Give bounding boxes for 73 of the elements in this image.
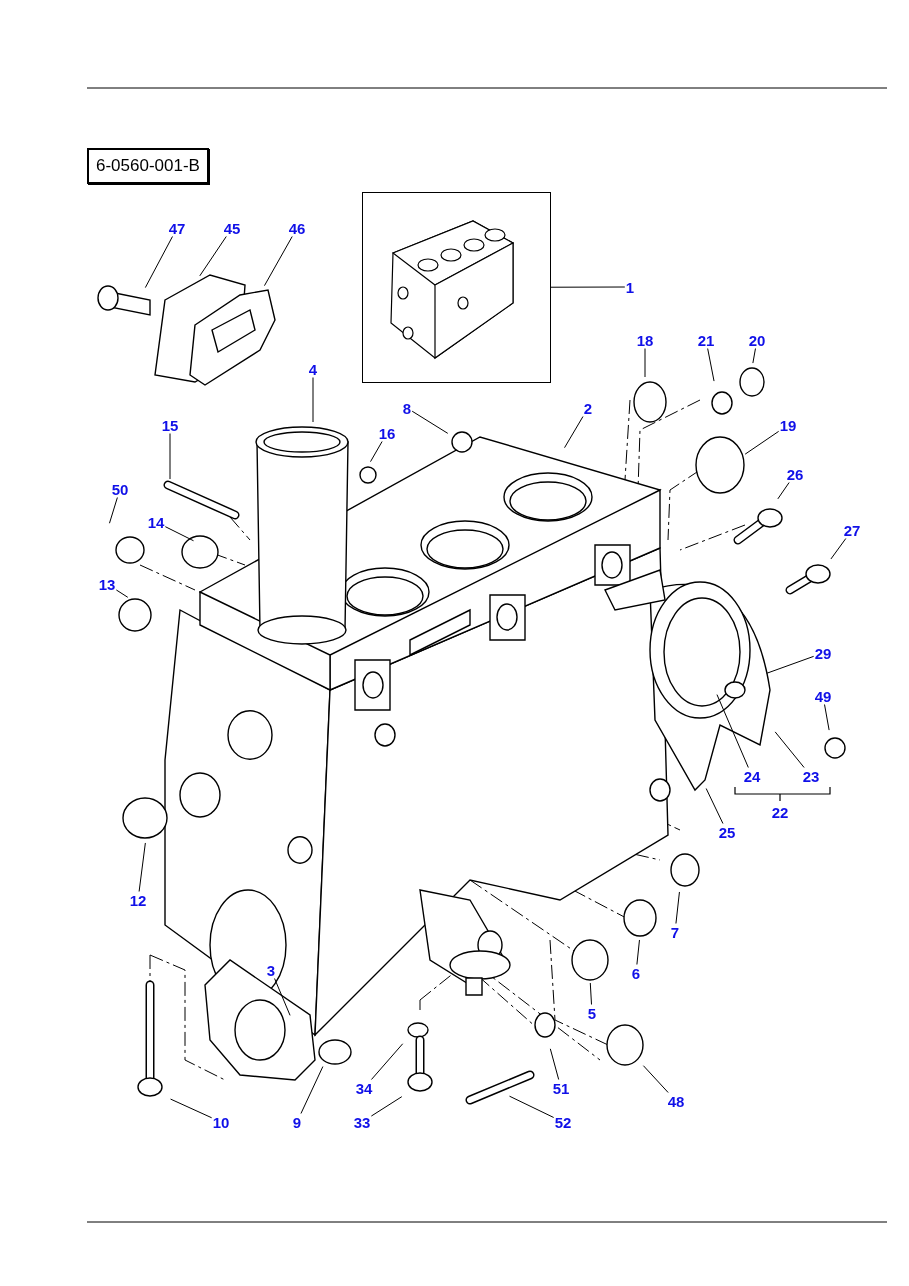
leader-line [138, 842, 146, 892]
leader-line [411, 410, 449, 434]
callout-number: 12 [128, 891, 148, 909]
leader-line [509, 1095, 555, 1118]
callout-number: 3 [265, 961, 277, 979]
callout-number: 29 [813, 644, 833, 662]
leader-line [144, 236, 173, 289]
leader-line [274, 978, 291, 1016]
callout-number: 15 [160, 416, 180, 434]
callout-number: 7 [669, 923, 681, 941]
callout-number: 25 [717, 823, 737, 841]
leader-line [108, 497, 118, 524]
callout-number: 1 [624, 278, 636, 296]
callout-number: 23 [801, 767, 821, 785]
callout-number: 9 [291, 1113, 303, 1131]
leader-line [370, 1096, 403, 1117]
leader-line [263, 236, 293, 287]
leader-line [300, 1066, 324, 1114]
callout-number: 49 [813, 687, 833, 705]
leader-line [169, 433, 171, 480]
engine-block-picture [362, 192, 551, 383]
leader-line [170, 1098, 213, 1119]
callout-number: 26 [785, 465, 805, 483]
leader-line [636, 939, 640, 965]
leader-line [824, 704, 830, 731]
callout-number: 24 [742, 767, 762, 785]
leader-line [830, 538, 847, 560]
leader-line [774, 731, 805, 768]
leader-line [312, 377, 314, 423]
leader-line [370, 441, 383, 463]
leader-line [675, 891, 680, 924]
leader-line [716, 694, 749, 768]
callout-number: 4 [307, 360, 319, 378]
callout-number: 27 [842, 521, 862, 539]
callout-number: 46 [287, 219, 307, 237]
callout-number: 47 [167, 219, 187, 237]
leader-line [752, 348, 756, 364]
drawing-number: 6-0560-001-B [87, 148, 209, 184]
leader-line [766, 655, 815, 674]
callout-number: 5 [586, 1004, 598, 1022]
callout-number: 20 [747, 331, 767, 349]
callout-number: 21 [696, 331, 716, 349]
leader-line [370, 1043, 404, 1080]
callout-number: 51 [551, 1079, 571, 1097]
callout-number: 34 [354, 1079, 374, 1097]
leader-line [644, 348, 646, 378]
leader-line [589, 982, 592, 1005]
callout-number: 50 [110, 480, 130, 498]
leader-line [550, 286, 626, 288]
callout-number: 6 [630, 964, 642, 982]
leader-line [707, 348, 715, 382]
callout-number: 22 [770, 803, 790, 821]
leader-line [164, 526, 195, 542]
leader-line [744, 430, 780, 455]
callout-number: 18 [635, 331, 655, 349]
callout-number: 33 [352, 1113, 372, 1131]
leader-line [705, 788, 724, 824]
leader-line [564, 416, 584, 449]
callout-number: 45 [222, 219, 242, 237]
leader-line [115, 589, 129, 598]
callout-number: 19 [778, 416, 798, 434]
leader-line [777, 482, 790, 500]
callout-number: 13 [97, 575, 117, 593]
leader-line [642, 1065, 669, 1093]
callout-number: 48 [666, 1092, 686, 1110]
leader-line [549, 1048, 560, 1080]
callout-number: 8 [401, 399, 413, 417]
callout-number: 10 [211, 1113, 231, 1131]
callout-number: 16 [377, 424, 397, 442]
callout-number: 52 [553, 1113, 573, 1131]
leader-line [199, 236, 227, 277]
callout-number: 2 [582, 399, 594, 417]
callout-number: 14 [146, 513, 166, 531]
